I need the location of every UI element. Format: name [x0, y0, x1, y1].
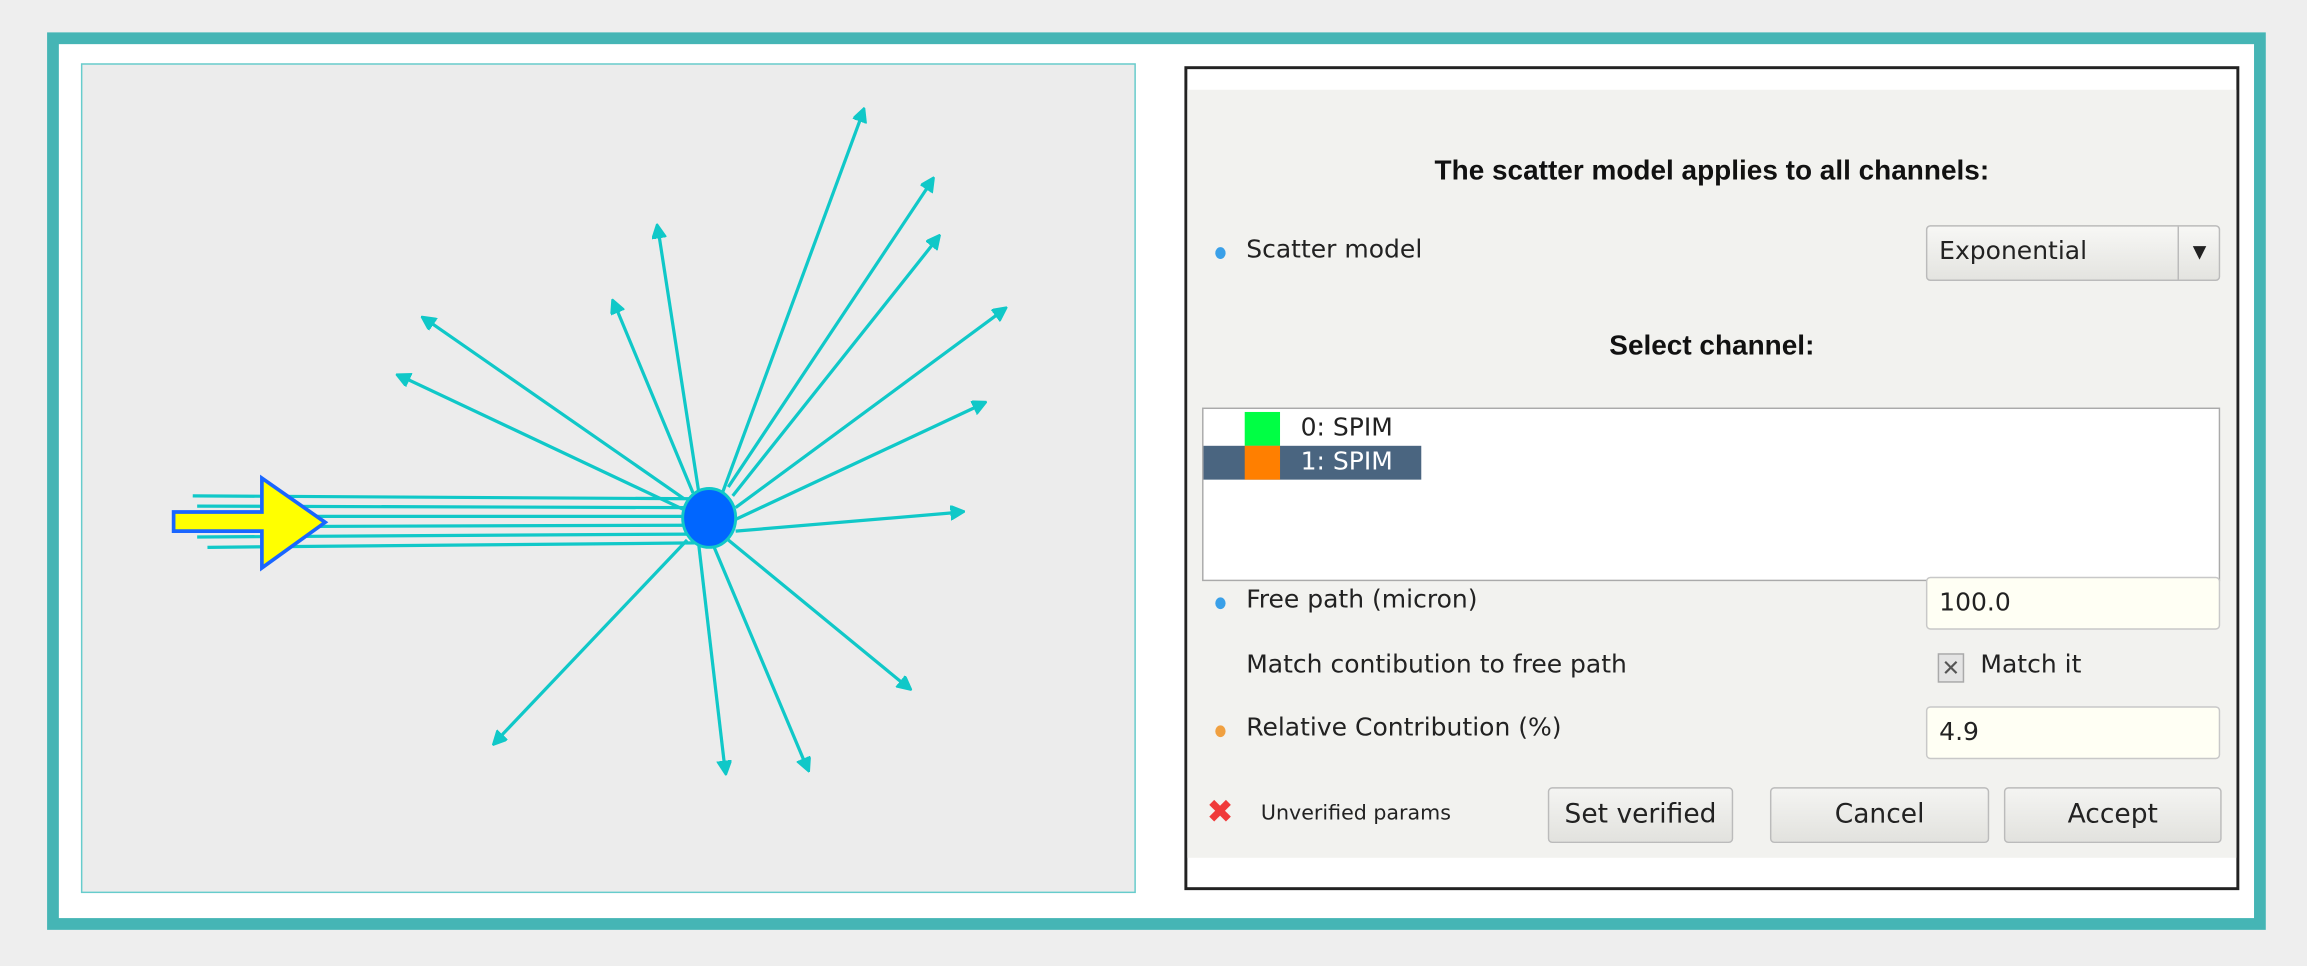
cancel-button[interactable]: Cancel	[1769, 787, 1990, 844]
scatter-diagram	[80, 63, 1136, 894]
scatter-dialog: The scatter model applies to all channel…	[1184, 66, 2240, 891]
scattered-ray-arrow	[720, 110, 863, 494]
scattered-ray-arrow	[734, 309, 1005, 509]
incident-arrow-icon	[171, 474, 329, 572]
match-checkbox-label[interactable]: Match it	[1980, 650, 2082, 680]
scattered-ray-arrow	[734, 403, 985, 521]
relative-contribution-input[interactable]: 4.9	[1925, 706, 2221, 760]
free-path-input[interactable]: 100.0	[1925, 576, 2221, 630]
scattered-ray-arrow	[712, 545, 808, 770]
match-checkbox[interactable]: ✕	[1937, 653, 1965, 683]
scatter-model-label: Scatter model	[1246, 235, 1423, 265]
scattered-ray-arrow	[494, 538, 689, 743]
scatter-model-value: Exponential	[1939, 236, 2088, 267]
scattered-ray-arrow	[726, 179, 933, 488]
free-path-label: Free path (micron)	[1246, 585, 1478, 616]
info-dot-icon	[1215, 247, 1226, 259]
select-channel-heading: Select channel:	[1609, 331, 1815, 362]
scatter-model-dropdown[interactable]: Exponential ▼	[1925, 225, 2221, 282]
relative-contribution-label: Relative Contribution (%)	[1246, 713, 1562, 744]
scattered-ray-arrow	[727, 538, 909, 689]
scattered-ray-arrow	[399, 375, 684, 511]
scattered-ray-arrow	[658, 227, 701, 494]
channel-item-0[interactable]: 0: SPIM	[1204, 411, 1425, 446]
status-text: Unverified params	[1260, 801, 1451, 826]
accept-button[interactable]: Accept	[2003, 787, 2222, 844]
scattering-particle	[681, 487, 738, 549]
warning-dot-icon	[1215, 725, 1226, 738]
scattered-ray-arrow	[735, 512, 963, 533]
channel-color-swatch	[1244, 445, 1281, 480]
scattered-ray-arrow	[731, 237, 939, 497]
scatter-heading: The scatter model applies to all channel…	[1434, 155, 1990, 187]
scattered-ray-arrow	[697, 545, 725, 773]
channel-label: 0: SPIM	[1300, 413, 1393, 443]
chevron-down-icon[interactable]: ▼	[2177, 226, 2221, 280]
channel-color-swatch	[1244, 411, 1281, 446]
info-dot-icon	[1215, 597, 1226, 610]
scattered-ray-arrow	[614, 302, 695, 494]
unverified-x-icon: ✖	[1206, 794, 1234, 832]
set-verified-button[interactable]: Set verified	[1547, 787, 1734, 844]
channel-list[interactable]: 0: SPIM 1: SPIM	[1202, 407, 2221, 582]
channel-label: 1: SPIM	[1300, 447, 1393, 477]
scattered-ray-arrow	[424, 318, 686, 501]
channel-item-1[interactable]: 1: SPIM	[1203, 445, 1422, 480]
scatter-diagram-svg	[171, 65, 1134, 892]
match-label: Match contibution to free path	[1246, 650, 1627, 680]
